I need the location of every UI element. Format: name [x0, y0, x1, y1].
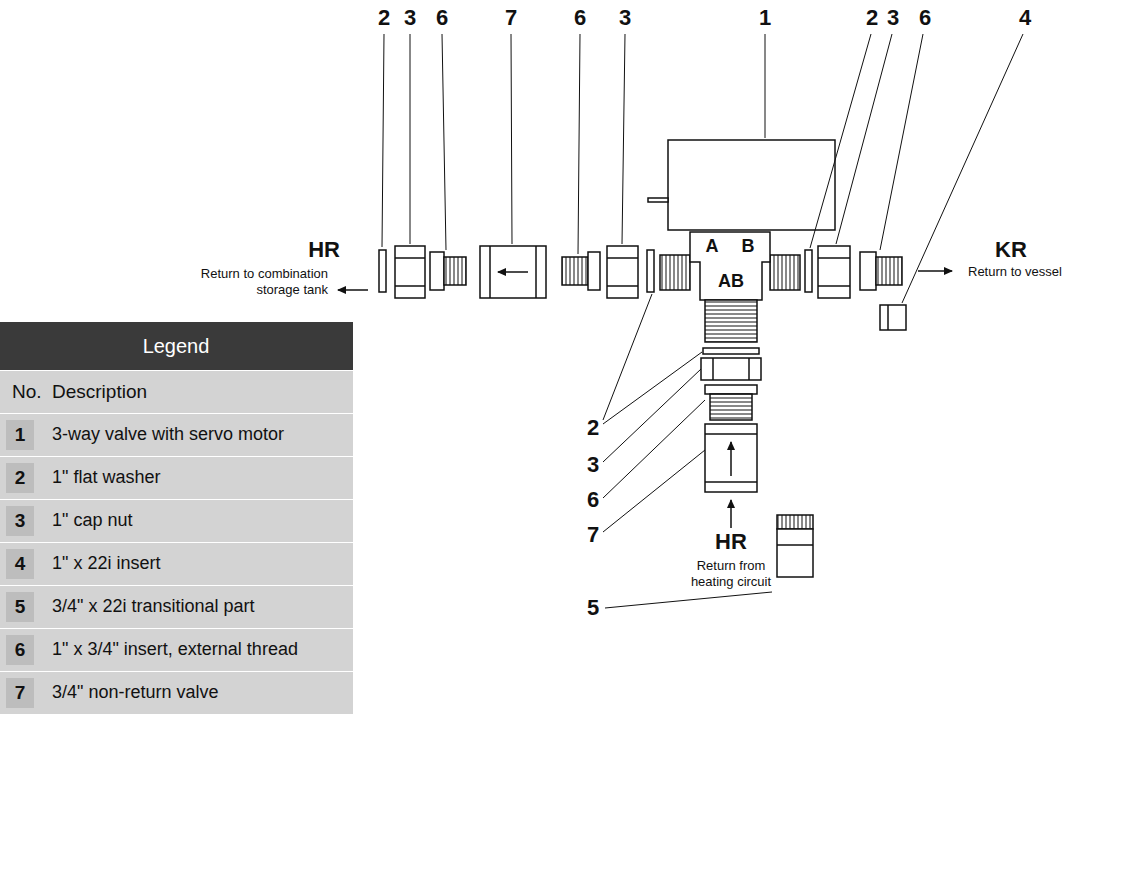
callout-number: 3 [587, 452, 599, 478]
table-header-cell: No. [12, 381, 42, 404]
table-number-cell: 7 [15, 682, 26, 705]
table-description-cell: 3/4" x 22i transitional part [52, 596, 255, 618]
table-number-cell: 3 [15, 510, 26, 533]
table-number-cell: 1 [15, 424, 26, 447]
callout-number: 6 [436, 5, 448, 31]
table-description-cell: 1" x 3/4" insert, external thread [52, 639, 298, 661]
legend-table [0, 322, 353, 714]
callout-number: 3 [887, 5, 899, 31]
table-description-cell: 3/4" non-return valve [52, 682, 218, 704]
port-description: Return from heating circuit [677, 558, 785, 589]
valve-port-mark: A [706, 236, 719, 258]
callout-number: 1 [759, 5, 771, 31]
table-number-cell: 6 [15, 639, 26, 662]
callout-number: 2 [587, 415, 599, 441]
leader-lines [382, 34, 1023, 608]
parts [379, 140, 906, 577]
table-heading: Legend [143, 334, 210, 358]
port-description: Return to vessel [968, 264, 1062, 280]
callout-number: 6 [919, 5, 931, 31]
table-description-cell: 1" cap nut [52, 510, 132, 532]
table-description-cell: 1" x 22i insert [52, 553, 160, 575]
port-description: Return to combination storage tank [178, 266, 328, 297]
flow-arrows [338, 271, 952, 528]
port-code: HR [308, 237, 340, 263]
port-code: KR [995, 237, 1027, 263]
table-number-cell: 4 [15, 553, 26, 576]
table-description-cell: 3-way valve with servo motor [52, 424, 284, 446]
callout-number: 3 [619, 5, 631, 31]
table-number-cell: 2 [15, 467, 26, 490]
callout-number: 6 [587, 487, 599, 513]
table-header-cell: Description [52, 381, 147, 404]
callout-number: 4 [1019, 5, 1031, 31]
callout-number: 2 [866, 5, 878, 31]
callout-number: 5 [587, 595, 599, 621]
valve-port-mark: AB [718, 271, 744, 293]
callout-number: 7 [505, 5, 517, 31]
callout-number: 2 [378, 5, 390, 31]
callout-number: 3 [404, 5, 416, 31]
table-number-cell: 5 [15, 596, 26, 619]
callout-number: 6 [574, 5, 586, 31]
port-code: HR [715, 529, 747, 555]
table-description-cell: 1" flat washer [52, 467, 160, 489]
valve-port-mark: B [742, 236, 755, 258]
callout-number: 7 [587, 522, 599, 548]
